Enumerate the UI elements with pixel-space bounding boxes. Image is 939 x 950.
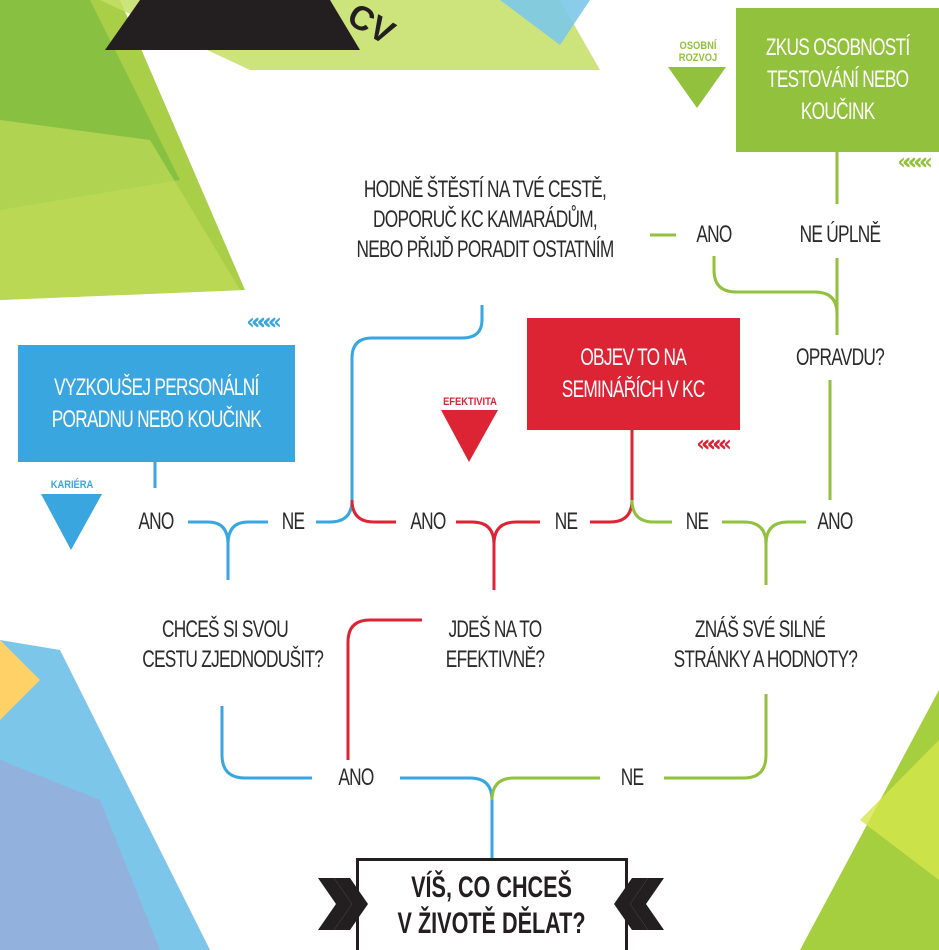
label-ano-left: ANO <box>138 508 174 535</box>
line-red-jdes-to-ano <box>346 618 422 760</box>
label-ano-mid: ANO <box>410 508 446 535</box>
question-chces-line1: CHCEŠ SI SVOU <box>161 616 289 643</box>
goodluck-line2: DOPORUČ KC KAMARÁDŮM, <box>373 206 598 233</box>
goodluck-line3: NEBO PŘIJĎ PORADIT OSTATNÍM <box>356 236 614 263</box>
top-dark-shape <box>105 0 360 50</box>
red-box-text: OBJEV TO NA SEMINÁŘÍCH V KC <box>562 342 706 406</box>
green-lines <box>490 152 839 801</box>
line-red-ne-mid <box>492 520 540 545</box>
question-znas-line2: STRÁNKY A HODNOTY? <box>673 646 858 673</box>
green-box-personality-testing: ZKUS OSOBNOSTÍ TESTOVÁNÍ NEBO KOUČINK <box>736 8 939 152</box>
start-question-line1: VÍŠ, CO CHCEŠ <box>411 870 573 904</box>
line-green-ano-top-curve <box>712 256 839 315</box>
green-box-line2: TESTOVÁNÍ NEBO <box>766 66 909 93</box>
bg-triangle-yellow-bottom <box>0 640 40 720</box>
line-green-to-ne-right <box>630 499 672 524</box>
triangle-career-icon <box>41 494 102 550</box>
line-green-ne-bottom <box>490 776 600 801</box>
label-ne-bottom: NE <box>620 764 644 791</box>
category-personal-line2: ROZVOJ <box>678 52 718 64</box>
category-efficiency-label: EFEKTIVITA <box>443 396 497 408</box>
label-ne-uplne: NE ÚPLNĚ <box>799 221 881 248</box>
label-ne-mid: NE <box>554 508 578 535</box>
bg-triangle-purple-bottom <box>0 760 160 950</box>
line-green-znas-down <box>664 694 768 780</box>
red-box-seminars: OBJEV TO NA SEMINÁŘÍCH V KC <box>527 318 740 430</box>
double-chevron-left-icon <box>614 878 664 930</box>
green-box-line1: ZKUS OSOBNOSTÍ <box>765 34 910 61</box>
question-chces: CHCEŠ SI SVOU CESTU ZJEDNODUŠIT? <box>142 615 324 675</box>
green-box-line3: KOUČINK <box>800 98 875 125</box>
line-blue-ne-left <box>226 520 268 545</box>
goodluck-text: HODNĚ ŠTĚSTÍ NA TVÉ CESTĚ, DOPORUČ KC KA… <box>312 175 658 265</box>
category-career-label: KARIÉRA <box>50 479 94 491</box>
start-question-box: VÍŠ, CO CHCEŠ V ŽIVOTĚ DĚLAT? <box>356 858 628 950</box>
start-question-text: VÍŠ, CO CHCEŠ V ŽIVOTĚ DĚLAT? <box>398 870 586 942</box>
question-znas: ZNÁŠ SVÉ SILNÉ STRÁNKY A HODNOTY? <box>673 615 858 675</box>
question-jdes: JDEŠ NA TO EFEKTIVNĚ? <box>441 615 549 675</box>
line-blue-goodluck-to-ne <box>316 305 484 524</box>
bg-triangle-green-left-3 <box>0 120 240 300</box>
red-box-line2: SEMINÁŘÍCH V KC <box>562 376 706 403</box>
blue-box-counseling: VYZKOUŠEJ PERSONÁLNÍ PORADNU NEBO KOUČIN… <box>18 345 295 462</box>
label-ano-right: ANO <box>817 508 853 535</box>
question-chces-line2: CESTU ZJEDNODUŠIT? <box>142 646 324 673</box>
line-blue-chces-down <box>220 706 312 780</box>
label-ne-left: NE <box>281 508 305 535</box>
label-ne-right: NE <box>685 508 709 535</box>
label-ano-top: ANO <box>696 221 732 248</box>
triangle-personal-icon <box>668 67 726 108</box>
category-personal-label: OSOBNÍ ROZVOJ <box>673 40 724 64</box>
red-box-line1: OBJEV TO NA <box>580 344 687 371</box>
category-personal-line1: OSOBNÍ <box>679 40 717 52</box>
double-chevron-right-icon <box>318 878 368 930</box>
question-znas-line1: ZNÁŠ SVÉ SILNÉ <box>694 616 826 643</box>
question-jdes-line1: JDEŠ NA TO <box>448 616 542 643</box>
bg-triangle-blue-top <box>500 0 590 45</box>
blue-box-line2: PORADNU NEBO KOUČINK <box>51 405 262 433</box>
line-green-ano-right <box>764 520 806 545</box>
question-jdes-line2: EFEKTIVNĚ? <box>445 646 545 673</box>
start-question-line2: V ŽIVOTĚ DĚLAT? <box>397 906 586 940</box>
blue-box-text: VYZKOUŠEJ PERSONÁLNÍ PORADNU NEBO KOUČIN… <box>51 372 262 436</box>
blue-box-line1: VYZKOUŠEJ PERSONÁLNÍ <box>54 373 259 401</box>
green-box-text: ZKUS OSOBNOSTÍ TESTOVÁNÍ NEBO KOUČINK <box>766 32 910 128</box>
bg-triangle-lime-right <box>860 740 939 880</box>
goodluck-line1: HODNĚ ŠTĚSTÍ NA TVÉ CESTĚ, <box>363 176 607 203</box>
label-ano-bottom: ANO <box>338 764 374 791</box>
line-red-to-ano-mid <box>350 499 396 524</box>
triangle-efficiency-icon <box>441 410 498 462</box>
label-opravdu: OPRAVDU? <box>795 344 885 371</box>
